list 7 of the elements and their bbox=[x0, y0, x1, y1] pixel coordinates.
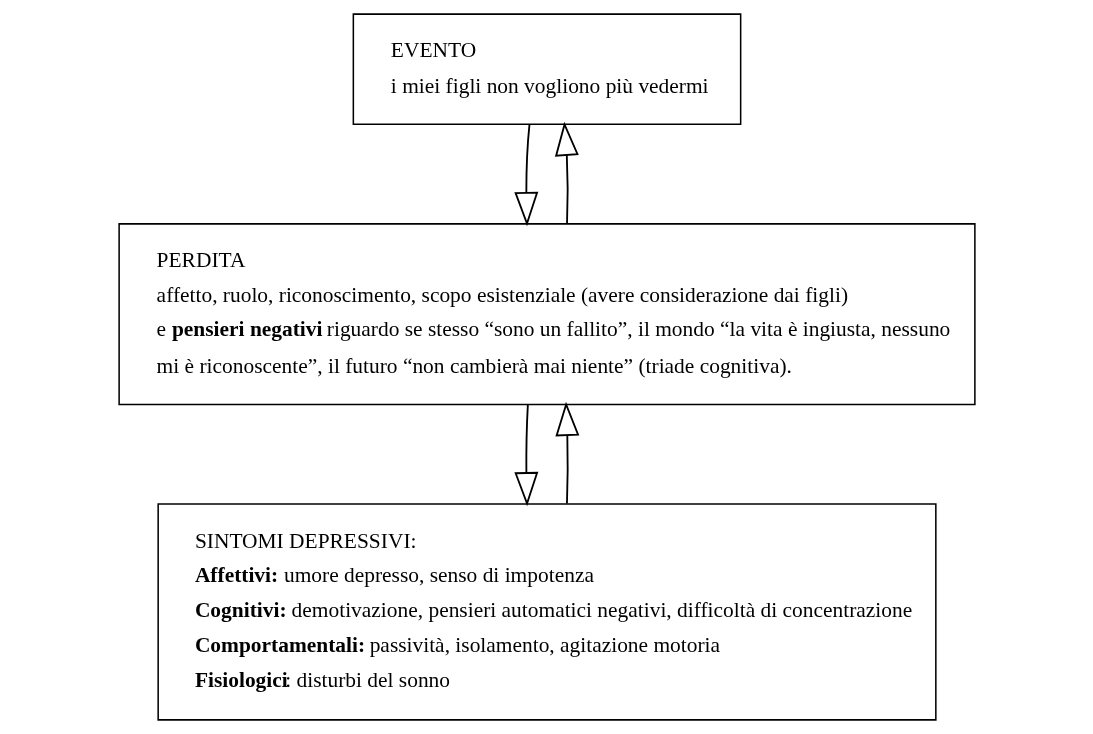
node-box: PERDITA affetto, ruolo, riconoscimento, scopo esistenziale (avere considerazione dai figli) e pensieri negativi riguardo se stesso “sono un fallito”, il mondo “la vita è ingiusta, nessuno mi è riconoscente”, il futuro “non cambierà mai niente” (triade cognitiva). bbox=[117, 223, 976, 406]
node-box: SINTOMI DEPRESSIVI: Affettivi: umore depresso, senso di impotenza Cognitivi: demotivazione, pensieri automatici negativi, difficoltà di concentrazione Comportamentali: passività, isolamento, agitazione motoria Fisiologici: disturbi del sonno bbox=[156, 503, 937, 721]
arrow bbox=[554, 121, 579, 225]
arrow bbox=[554, 401, 579, 505]
arrow bbox=[513, 123, 538, 227]
arrow bbox=[513, 403, 538, 507]
node-box: EVENTO i miei figli non vogliono più vedermi bbox=[352, 13, 741, 126]
